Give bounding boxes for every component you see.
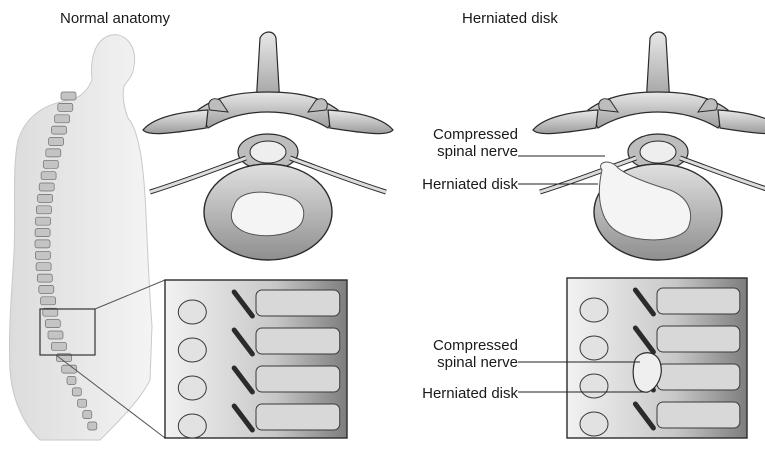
spine-vertebra — [61, 92, 76, 100]
spine-vertebra — [49, 138, 64, 146]
vertebral-body — [657, 364, 740, 390]
vertebral-body — [256, 404, 340, 430]
vertebral-body — [657, 402, 740, 428]
facet-process — [178, 300, 206, 324]
vertebral-body — [256, 328, 340, 354]
herniated-disk-label-bottom: Herniated disk — [390, 385, 518, 402]
spine-vertebra — [41, 172, 56, 180]
herniated-closeup-panel — [567, 278, 747, 438]
vertebral-body — [657, 326, 740, 352]
facet-process — [580, 374, 608, 398]
spine-vertebra — [35, 251, 50, 259]
facet-process — [178, 376, 206, 400]
spine-vertebra — [41, 297, 56, 305]
spine-vertebra — [36, 206, 51, 214]
herniated-disk-label-top: Herniated disk — [390, 176, 518, 193]
spine-vertebra — [72, 388, 81, 396]
spine-vertebra — [55, 115, 70, 123]
facet-process — [580, 336, 608, 360]
facet-process — [580, 412, 608, 436]
spine-vertebra — [58, 103, 73, 111]
spine-vertebra — [36, 217, 51, 225]
spine-vertebra — [36, 263, 51, 271]
spine-vertebra — [78, 399, 87, 407]
spine-vertebra — [46, 149, 61, 157]
compressed-nerve-label-top: Compressed spinal nerve — [405, 126, 518, 160]
human-torso-silhouette — [9, 35, 152, 440]
spine-vertebra — [39, 183, 54, 191]
spine-vertebra — [43, 160, 58, 168]
spine-vertebra — [35, 229, 50, 237]
spine-vertebra — [37, 274, 52, 282]
herniated-vertebra-top-view — [533, 32, 765, 260]
spine-vertebra — [48, 331, 63, 339]
spine-vertebra — [35, 240, 50, 248]
spine-vertebra — [67, 377, 76, 385]
compressed-nerve-label-bottom: Compressed spinal nerve — [405, 337, 518, 371]
vertebral-body — [256, 366, 340, 392]
normal-vertebra-top-view — [143, 32, 393, 260]
facet-process — [580, 298, 608, 322]
spine-vertebra — [88, 422, 97, 430]
spine-vertebra — [52, 126, 67, 134]
vertebral-body — [256, 290, 340, 316]
spine-vertebra — [38, 194, 53, 202]
spine-vertebra — [83, 411, 92, 419]
spine-vertebra — [51, 342, 66, 350]
normal-closeup-panel — [165, 280, 347, 438]
spine-vertebra — [45, 320, 60, 328]
vertebral-body — [657, 288, 740, 314]
facet-process — [178, 414, 206, 438]
facet-process — [178, 338, 206, 362]
spine-vertebra — [39, 285, 54, 293]
